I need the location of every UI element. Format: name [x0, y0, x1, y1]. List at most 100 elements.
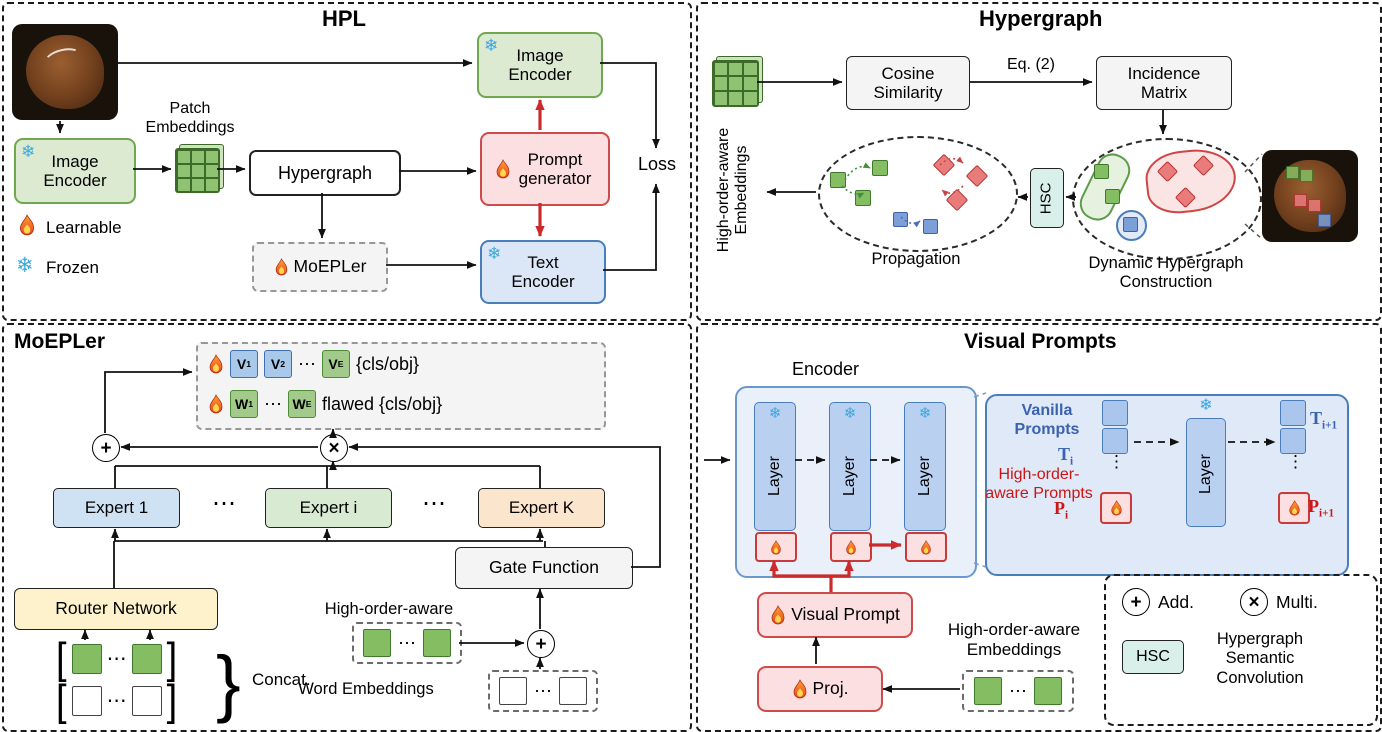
router-network-box: Router Network — [14, 588, 218, 630]
green-node — [855, 190, 871, 206]
green-patch — [1286, 166, 1299, 179]
propagation-label: Propagation — [871, 250, 961, 268]
green-embedding-square — [131, 644, 162, 674]
concat-row-green: [ ⋯ ] — [56, 637, 177, 681]
multiply-operator: × — [320, 434, 348, 462]
hoa-embedding-tokens: ⋯ — [962, 670, 1074, 712]
t-i-label: Ti — [1058, 444, 1074, 468]
panel-hpl — [2, 2, 692, 321]
green-embedding-square — [423, 629, 451, 657]
white-embedding-square — [71, 686, 102, 716]
expert-1-box: Expert 1 — [53, 488, 180, 528]
panel-hypergraph — [696, 2, 1382, 321]
panel-moepler — [2, 323, 692, 732]
hsc-description: Hypergraph Semantic Convolution — [1216, 630, 1304, 687]
prompt-generator-box: Prompt generator — [480, 132, 610, 206]
hsc-legend-box: HSC — [1122, 640, 1184, 674]
ellipsis: ⋯ — [398, 633, 416, 653]
green-node — [1105, 189, 1120, 204]
legend-box — [1104, 574, 1378, 726]
p-i-label: Pi — [1054, 498, 1069, 522]
encoder-layer-1: ❄ Layer — [754, 402, 796, 531]
image-encoder-box-top: ❄ Image Encoder — [477, 32, 603, 98]
expert-k-box: Expert K — [478, 488, 605, 528]
ellipsis: ⋯ — [298, 354, 316, 374]
proj-box: Proj. — [757, 666, 883, 712]
visual-prompts-title: Visual Prompts — [964, 330, 1117, 353]
vertical-ellipsis: ⋮ — [1108, 452, 1125, 471]
patch-embeddings-icon — [712, 60, 759, 107]
hazelnut-image-patched — [1262, 150, 1358, 242]
vanilla-prompt-token — [1102, 428, 1128, 454]
hypergraph-title: Hypergraph — [979, 6, 1103, 31]
encoder-layer-3: ❄ Layer — [904, 402, 946, 531]
flame-icon — [1288, 500, 1301, 516]
right-bracket: ] — [166, 676, 178, 726]
flame-icon — [274, 258, 289, 276]
blue-hyperedge — [1116, 210, 1147, 241]
high-order-aware-label: High-order-aware — [324, 600, 454, 618]
incidence-matrix-box: Incidence Matrix — [1096, 56, 1232, 110]
white-embedding-square — [131, 686, 162, 716]
flawed-cls-obj-label: flawed {cls/obj} — [322, 393, 443, 414]
hoa-prompt-token — [1278, 492, 1310, 524]
text-encoder-label: Text Encoder — [511, 252, 575, 291]
image-encoder-label: Image Encoder — [43, 151, 107, 190]
moepler-label: MoEPLer — [293, 256, 367, 277]
propagation-ellipse — [818, 136, 1018, 252]
flame-icon — [1110, 500, 1123, 516]
flame-icon — [770, 605, 786, 625]
blue-patch — [1318, 214, 1331, 227]
prompt-slot-3 — [905, 532, 947, 562]
learnable-label: Learnable — [46, 218, 122, 237]
ellipsis: ⋯ — [1009, 681, 1027, 701]
frozen-label: Frozen — [46, 258, 99, 277]
green-embedding-square — [71, 644, 102, 674]
proj-label: Proj. — [812, 678, 849, 699]
vanilla-prompts-label: Vanilla Prompts — [1014, 402, 1080, 438]
construction-label: Dynamic Hypergraph Construction — [1088, 254, 1244, 292]
visual-prompt-label: Visual Prompt — [791, 604, 900, 625]
expert-i-box: Expert i — [265, 488, 392, 528]
encoder-label: Encoder — [792, 359, 860, 379]
add-label: Add. — [1158, 592, 1194, 612]
moepler-box: MoEPLer — [252, 242, 388, 292]
flame-icon — [920, 540, 932, 555]
word-embeddings-label: Word Embeddings — [298, 680, 434, 698]
prompt-generator-label: Prompt generator — [518, 149, 592, 188]
word-embedding-tokens: ⋯ — [488, 670, 598, 712]
snowflake-icon: ❄ — [1199, 397, 1213, 414]
flame-icon — [845, 540, 857, 555]
encoder-layer-2: ❄ Layer — [829, 402, 871, 531]
snowflake-icon: ❄ — [918, 405, 932, 422]
ellipsis: ⋯ — [422, 490, 446, 517]
white-embedding-square — [499, 677, 527, 705]
vertical-ellipsis: ⋮ — [1287, 452, 1304, 471]
moepler-title: MoEPLer — [14, 330, 106, 353]
flame-icon — [495, 159, 511, 179]
eq2-label: Eq. (2) — [1006, 56, 1055, 73]
blue-node — [923, 219, 938, 234]
hoa-embedding-tokens: ⋯ — [352, 622, 462, 664]
layer-label: Layer — [766, 455, 783, 496]
visual-prompt-box: Visual Prompt — [757, 592, 913, 638]
cls-obj-label: {cls/obj} — [356, 353, 420, 374]
white-embedding-square — [559, 677, 587, 705]
red-patch — [1308, 199, 1321, 212]
image-encoder-box-left: ❄ Image Encoder — [14, 138, 136, 204]
gate-function-box: Gate Function — [455, 547, 633, 589]
flame-icon — [792, 679, 808, 699]
ellipsis: ⋯ — [264, 394, 282, 414]
ellipsis: ⋯ — [106, 690, 127, 712]
hoa-prompts-label: High-order-aware Prompts — [985, 466, 1093, 502]
patch-embeddings-label: Patch Embeddings — [145, 100, 235, 136]
snowflake-icon: ❄ — [843, 405, 857, 422]
vanilla-prompt-token — [1280, 428, 1306, 454]
green-patch — [1300, 169, 1313, 182]
concat-row-white: [ ⋯ ] — [56, 676, 178, 726]
blue-node — [1123, 217, 1138, 232]
